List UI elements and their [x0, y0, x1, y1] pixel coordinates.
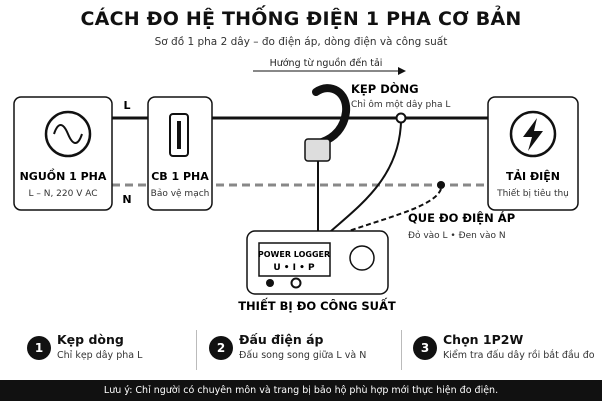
clamp-desc: Chỉ ôm một dây pha L — [351, 99, 450, 110]
probe-desc: Đỏ vào L • Đen vào N — [408, 230, 506, 241]
power-logger-screen-line2: U • I • P — [273, 263, 315, 273]
load-title: TẢI ĐIỆN — [506, 169, 560, 183]
clamp-title: KẸP DÒNG — [351, 81, 419, 96]
source-title: NGUỒN 1 PHA — [20, 168, 107, 183]
power-logger-knob[interactable] — [349, 245, 375, 271]
probe-black-point — [437, 181, 445, 189]
step-title: Kẹp dòng — [57, 332, 124, 347]
step-number: 1 — [27, 336, 51, 360]
step-number: 2 — [209, 336, 233, 360]
power-logger-screen-line1: POWER LOGGER — [258, 250, 330, 259]
probe-title: QUE ĐO ĐIỆN ÁP — [408, 210, 515, 225]
step-desc: Chỉ kẹp dây pha L — [57, 350, 143, 361]
wiring-diagram: Hướng từ nguồn đến tải L N NGUỒN 1 PHA L… — [13, 58, 579, 313]
source-desc: L – N, 220 V AC — [28, 189, 97, 199]
step-desc: Đấu song song giữa L và N — [239, 350, 367, 361]
load-desc: Thiết bị tiêu thụ — [496, 188, 569, 199]
steps-bar: 1 Kẹp dòng Chỉ kẹp dây pha L 2 Đấu điện … — [0, 322, 602, 378]
step-number: 3 — [413, 336, 437, 360]
sine-wave-icon — [53, 124, 83, 144]
step-title: Đấu điện áp — [239, 332, 324, 347]
breaker-title: CB 1 PHA — [151, 170, 209, 183]
lightning-bolt-icon — [523, 118, 543, 151]
clamp-body — [304, 138, 331, 162]
step-divider — [401, 330, 402, 370]
power-logger-jack-red — [290, 277, 302, 289]
clamp-jaw — [312, 84, 351, 146]
label-n: N — [122, 193, 131, 206]
breaker-desc: Bảo vệ mạch — [151, 188, 210, 199]
breaker-lever — [177, 121, 181, 149]
power-logger-jack-black — [266, 279, 274, 287]
safety-footer: Lưu ý: Chỉ người có chuyên môn và trang … — [0, 380, 602, 401]
direction-label: Hướng từ nguồn đến tải — [270, 58, 383, 69]
direction-arrow-head — [398, 67, 406, 75]
power-logger-caption: THIẾT BỊ ĐO CÔNG SUẤT — [238, 296, 396, 313]
step-divider — [196, 330, 197, 370]
power-logger-screen — [258, 242, 331, 277]
label-l: L — [123, 99, 130, 112]
step-title: Chọn 1P2W — [443, 332, 524, 347]
page-title: CÁCH ĐO HỆ THỐNG ĐIỆN 1 PHA CƠ BẢN — [80, 8, 522, 30]
step-desc: Kiểm tra đấu dây rồi bắt đầu đo — [443, 350, 595, 361]
probe-red-point — [395, 112, 407, 124]
page-subtitle: Sơ đồ 1 pha 2 dây – đo điện áp, dòng điệ… — [154, 36, 448, 48]
